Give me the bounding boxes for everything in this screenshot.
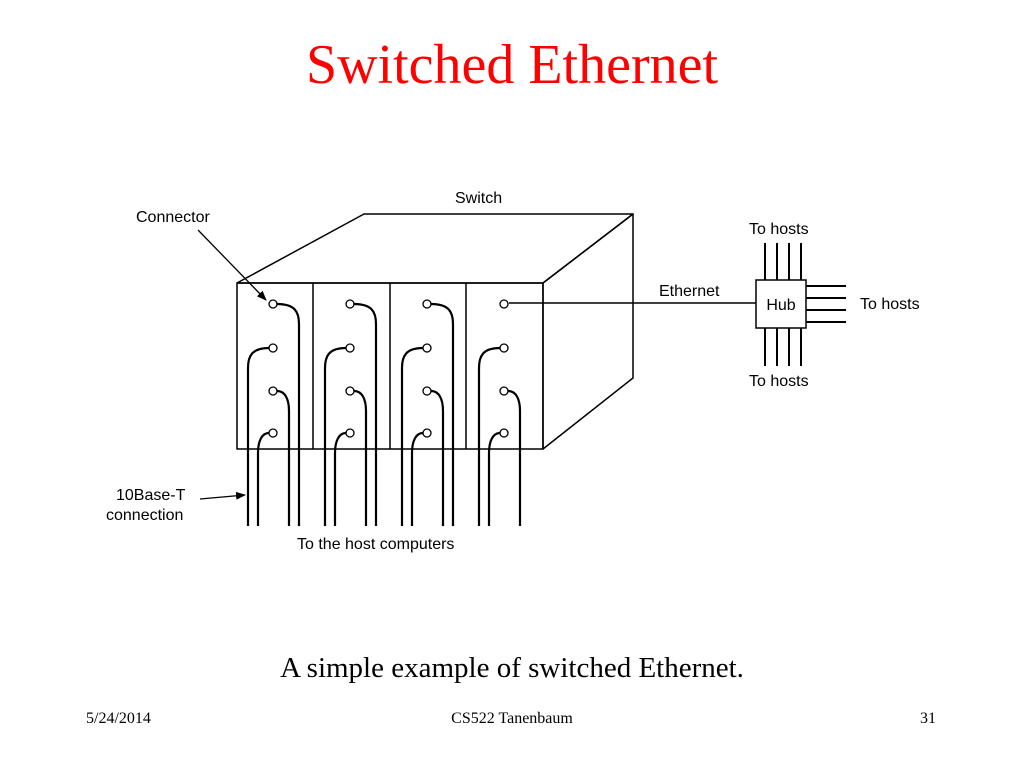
tenbase-label-line2: connection [106, 507, 183, 524]
cable [430, 389, 445, 526]
hub: Hub [755, 243, 846, 366]
cable [256, 431, 270, 526]
cable [276, 389, 291, 526]
hub-label: Hub [766, 297, 795, 314]
cable [333, 431, 347, 526]
connector-group [268, 299, 509, 438]
hub-top-wires [764, 243, 802, 280]
cable [507, 389, 522, 526]
switch-side-face [542, 213, 634, 450]
footer-date: 5/24/2014 [86, 710, 151, 727]
connector-port [268, 386, 278, 396]
hub-box [755, 279, 807, 329]
connector-port [422, 386, 432, 396]
connector-label: Connector [136, 209, 210, 226]
connector-port [268, 428, 278, 438]
connector-port [345, 343, 355, 353]
cable [477, 346, 501, 526]
connector-port [499, 343, 509, 353]
cable [276, 302, 301, 526]
to-hosts-bottom-label: To hosts [749, 373, 809, 390]
connector-port [422, 428, 432, 438]
cable [246, 346, 270, 526]
connector-port [422, 299, 432, 309]
connector-port [268, 299, 278, 309]
slide-title: Switched Ethernet [305, 34, 719, 96]
cable [353, 389, 368, 526]
cable [430, 302, 455, 526]
hub-bottom-wires [764, 328, 802, 366]
switch-box [236, 213, 634, 450]
connector-port [268, 343, 278, 353]
cable [410, 431, 424, 526]
cable [487, 431, 501, 526]
hub-right-wires [806, 285, 846, 323]
footer-course: CS522 Tanenbaum [451, 710, 573, 727]
switch-top-face [236, 213, 634, 284]
connector-arrow [197, 229, 267, 301]
connector-port [345, 386, 355, 396]
host-computers-label: To the host computers [297, 536, 454, 553]
tenbase-label-line1: 10Base-T [116, 487, 186, 504]
connector-port [345, 428, 355, 438]
connector-port [345, 299, 355, 309]
cable-group [246, 302, 522, 526]
slide-caption: A simple example of switched Ethernet. [280, 652, 744, 684]
to-hosts-right-label: To hosts [860, 296, 920, 313]
cable [323, 346, 347, 526]
connector-port [499, 299, 509, 309]
connector-port [499, 386, 509, 396]
cable [400, 346, 424, 526]
ethernet-label: Ethernet [659, 283, 720, 300]
tenbase-arrow [199, 491, 246, 500]
cable [353, 302, 378, 526]
connector-port [422, 343, 432, 353]
footer-page-number: 31 [920, 710, 936, 727]
switch-label: Switch [455, 190, 502, 207]
connector-port [499, 428, 509, 438]
to-hosts-top-label: To hosts [749, 221, 809, 238]
